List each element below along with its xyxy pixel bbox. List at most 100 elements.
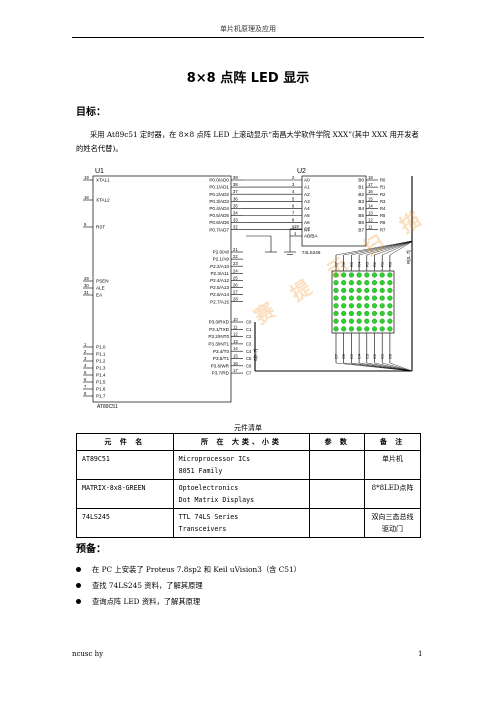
u1-pin-name: P1.1 <box>96 352 106 357</box>
led-dot <box>364 280 370 286</box>
bus-entry <box>366 362 413 372</box>
r-net-label: R5 <box>380 213 386 218</box>
p3-net-label: C7 <box>246 371 252 376</box>
u2-pin-name: AB/BA <box>304 234 318 239</box>
matrix-row-label: R5 <box>349 261 354 267</box>
u1-pin-num: 27 <box>233 290 238 295</box>
bus-entry <box>374 241 413 256</box>
u1-pin-num: 10 <box>233 317 238 322</box>
u1-pin-name: P3.5/T1 <box>213 356 230 361</box>
u2-pin-name: B3 <box>358 199 364 204</box>
led-dot <box>341 280 347 286</box>
u1-pin-name: P2.5/A13 <box>210 285 229 290</box>
bus-entry <box>359 241 413 256</box>
bom-caption: 元件清单 <box>234 424 262 432</box>
led-dot <box>341 287 347 293</box>
led-dot <box>387 303 393 309</box>
led-dot <box>356 280 362 286</box>
bullet-icon <box>76 567 81 572</box>
u1-pin-num: 5 <box>84 370 87 375</box>
u1-pin-num: 39 <box>233 175 238 180</box>
matrix-row-label: R4 <box>357 261 362 267</box>
u1-pin-name: P1.7 <box>96 394 106 399</box>
led-dot <box>371 310 378 317</box>
u1-pin-num: 8 <box>84 391 87 396</box>
r-net-label: R7 <box>380 227 386 232</box>
u1-pin-num: 35 <box>233 203 238 208</box>
led-dot <box>379 272 385 278</box>
u1-body <box>92 175 232 403</box>
bus-label: R[0..7] <box>406 250 411 264</box>
u1-pin-num: 25 <box>233 275 238 280</box>
u2-pin-name: B0 <box>358 178 364 183</box>
led-dot <box>333 303 339 309</box>
led-dot <box>356 295 362 301</box>
u2-pin-name: B7 <box>358 227 364 232</box>
bus-label: C[0..7] <box>253 349 258 361</box>
u1-pin-name: P3.7/RD <box>212 371 230 376</box>
u2-pin-num: 3 <box>292 182 295 187</box>
p3-net-label: C4 <box>246 349 252 354</box>
u1-pin-name: P3.6/WR <box>211 363 230 368</box>
led-dot <box>387 272 393 278</box>
led-dot <box>348 287 354 293</box>
bus-entry <box>359 362 413 372</box>
p3-net-label: C1 <box>246 327 252 332</box>
led-dot <box>356 303 362 309</box>
led-dot <box>379 287 385 293</box>
u2-pin-num: 7 <box>292 211 295 216</box>
u2-pin-name: B6 <box>358 220 364 225</box>
p3-net-label: C5 <box>246 356 252 361</box>
u2-pin-name: B5 <box>358 213 364 218</box>
led-dot <box>348 326 354 332</box>
doc-title: 8×8 点阵 LED 显示 <box>186 71 310 86</box>
u1-pin-name: P1.4 <box>96 373 106 378</box>
u1-pin-name: RST <box>96 225 105 230</box>
u1-pin-name: P0.3/AD3 <box>209 199 229 204</box>
u1-pin-name: XTAL2 <box>96 198 110 203</box>
matrix-row-label: R1 <box>380 261 385 267</box>
led-dot <box>364 318 370 324</box>
u2-pin-name: A1 <box>304 185 310 190</box>
bom-cell-param <box>309 479 366 509</box>
matrix-col-label: C4 <box>357 353 362 359</box>
matrix-row-label: R3 <box>364 261 369 267</box>
led-dot <box>356 310 362 317</box>
led-dot <box>356 272 362 278</box>
u2-pin-num: 16 <box>368 189 373 194</box>
u1-pin-num: 14 <box>233 346 238 351</box>
bullet-icon <box>76 599 81 604</box>
u1-pin-name: ALE <box>96 286 105 291</box>
bom-header-category: 所 在 大类、小类 <box>172 433 311 451</box>
led-dot <box>356 287 362 293</box>
u2-pin-name: B2 <box>358 192 364 197</box>
u1-part: AT89C51 <box>97 404 118 410</box>
bom-cell-name: AT89C51 <box>76 450 174 480</box>
r-net-label: R1 <box>380 185 386 190</box>
matrix-col-label: C5 <box>349 353 354 359</box>
u2-pin-name: A2 <box>304 192 310 197</box>
led-dot <box>387 318 393 324</box>
matrix-col-label: C1 <box>380 353 385 359</box>
bus-entry <box>343 240 413 256</box>
led-dot <box>341 326 347 332</box>
u1-pin-num: 26 <box>233 283 238 288</box>
u2-pin-num: 18 <box>368 175 373 180</box>
u1-pin-name: P2.0/A8 <box>213 250 230 255</box>
led-dot <box>371 326 378 332</box>
u1-pin-name: P2.1/A9 <box>213 257 230 262</box>
u2-pin-name: CE <box>304 227 310 232</box>
prep-list: 在 PC 上安装了 Proteus 7.8sp2 和 Keil uVision3… <box>76 562 301 610</box>
u1-pin-name: P3.0/RXD <box>209 320 230 325</box>
bom-header-param: 参 数 <box>309 433 366 451</box>
u2-pin-num: 15 <box>368 196 373 201</box>
bus-entry <box>335 240 413 256</box>
bus-entry <box>389 362 413 372</box>
led-dot <box>364 287 370 293</box>
u2-pin-name: A7 <box>304 227 310 232</box>
u2-pin-name: A3 <box>304 199 310 204</box>
u2-pin-num: 14 <box>368 203 373 208</box>
matrix-col-label: C0 <box>387 353 392 359</box>
